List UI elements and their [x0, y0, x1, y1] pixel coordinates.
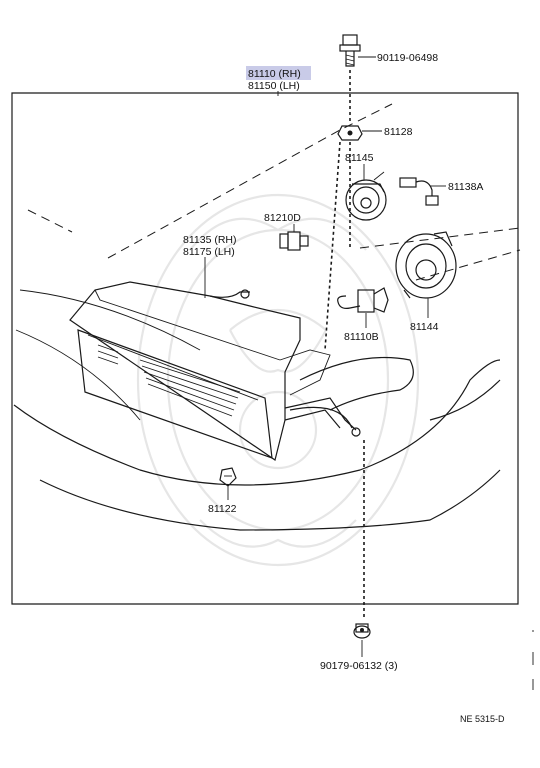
lens-grille	[97, 344, 241, 417]
clip-81122-icon	[219, 467, 237, 487]
watermark-emblem	[136, 193, 420, 567]
nut-81128-icon	[337, 125, 363, 141]
callout-cover-81144: 81144	[410, 321, 439, 333]
headlamp-housing	[69, 281, 357, 461]
diagram-frame	[11, 92, 519, 605]
bulb-81110b-icon	[337, 287, 389, 313]
callout-nut-81128: 81128	[384, 126, 413, 138]
bolt-90179-icon	[353, 623, 371, 639]
callout-unit-rh: 81135 (RH)	[183, 234, 237, 246]
callout-headlamp-assy-rh: 81110 (RH)	[248, 68, 301, 80]
screw-90119-icon	[339, 34, 361, 67]
callout-bulb-81110b: 81110B	[344, 331, 379, 343]
callout-bolt-90179: 90179-06132 (3)	[320, 660, 398, 672]
socket-81145-icon	[345, 171, 387, 221]
callout-socket-81145: 81145	[345, 152, 374, 164]
callout-screw-90119: 90119-06498	[377, 52, 438, 64]
callout-clip-81122: 81122	[208, 503, 237, 515]
callout-unit-lh: 81175 (LH)	[183, 246, 235, 258]
cover-81144-icon	[395, 231, 457, 299]
callout-bulb-81210d: 81210D	[264, 212, 301, 224]
figure-code: NE 5315-D	[460, 714, 505, 724]
callout-headlamp-assy-lh: 81150 (LH)	[248, 80, 300, 92]
highlight-box	[246, 66, 311, 80]
callout-wire-81138a: 81138A	[448, 181, 483, 193]
wire-81138a-icon	[399, 177, 439, 206]
